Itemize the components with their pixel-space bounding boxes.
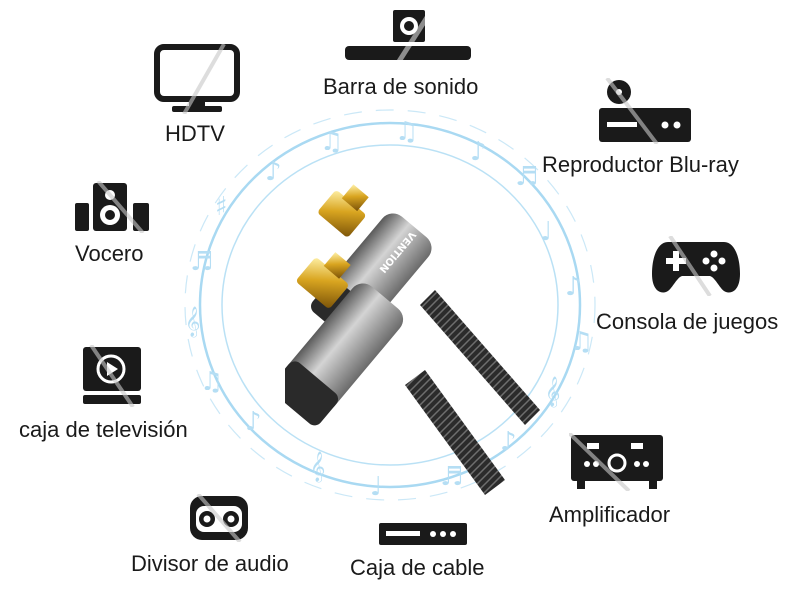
soundbar-label: Barra de sonido [323,74,479,99]
splitter-label: Divisor de audio [131,551,289,576]
svg-text:♯: ♯ [215,192,228,222]
svg-text:♬: ♬ [515,162,538,192]
svg-text:♪: ♪ [245,407,262,437]
svg-text:♫: ♫ [570,327,593,357]
bluray-label: Reproductor Blu-ray [542,152,739,177]
soundbar-icon [345,8,471,63]
svg-text:♪: ♪ [470,137,487,167]
console-label: Consola de juegos [596,309,779,334]
bluray-player-icon [599,78,691,144]
svg-text:♬: ♬ [440,462,463,492]
svg-text:♪: ♪ [265,157,282,187]
music-ring-graphic: ♫ ♪ ♬ ♩ ♪ ♫ 𝄞 ♪ ♬ ♩ 𝄞 ♪ ♫ 𝄞 ♬ ♯ ♪ ♫ [184,109,596,502]
svg-text:♫: ♫ [200,367,223,397]
tv-icon [154,44,240,114]
svg-text:♪: ♪ [500,427,517,457]
cable-box-icon [379,523,467,545]
svg-text:𝄞: 𝄞 [185,306,200,338]
svg-text:♫: ♫ [320,127,343,157]
amplifier-icon [569,433,663,491]
svg-text:𝄞: 𝄞 [545,376,560,408]
optical-cable-image: VENTION [285,184,540,495]
speaker-icon [75,181,149,233]
tv-box-icon [83,345,141,407]
svg-text:♩: ♩ [540,217,552,247]
svg-text:♬: ♬ [190,247,213,277]
speaker-label: Vocero [75,241,144,266]
gamepad-icon [652,236,740,296]
svg-text:♪: ♪ [565,272,582,302]
svg-text:♫: ♫ [395,117,418,147]
svg-text:♩: ♩ [370,472,382,502]
cablebox-label: Caja de cable [350,555,485,580]
audio-splitter-icon [190,494,248,542]
svg-text:𝄞: 𝄞 [310,451,325,483]
tvbox-label: caja de televisión [19,417,188,442]
hdtv-label: HDTV [165,121,225,146]
amplifier-label: Amplificador [549,502,671,527]
